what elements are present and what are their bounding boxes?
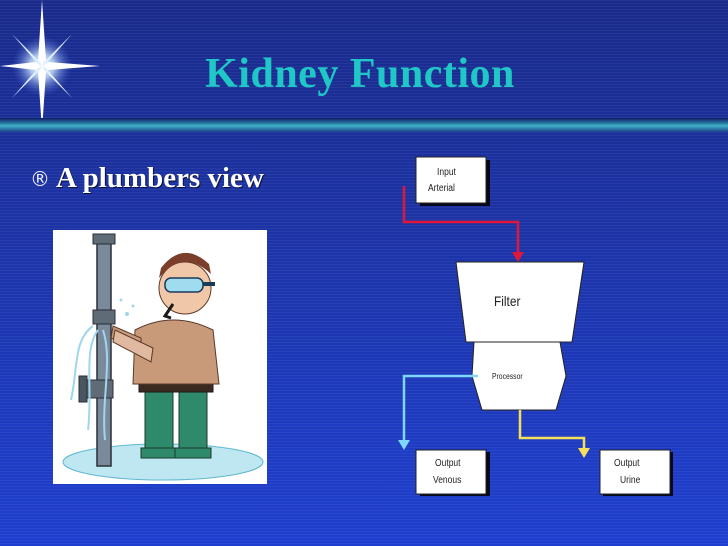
output-urine-box — [599, 449, 671, 495]
arterial-label: Arterial — [428, 183, 455, 194]
input-label: Input — [437, 167, 456, 178]
title-divider — [0, 118, 728, 132]
slide-title: Kidney Function — [205, 51, 515, 97]
output-urine-label-line1: Output — [614, 458, 640, 469]
urine-arrow — [518, 410, 586, 450]
bullet-item: ® A plumbers view — [30, 162, 264, 195]
processor-label: Processor — [492, 372, 523, 381]
bullet-text: A plumbers view — [56, 162, 264, 194]
output-urine-label-line2: Urine — [620, 475, 641, 486]
filter-shape — [455, 261, 585, 343]
sparkle-star-icon — [0, 0, 100, 130]
output-venous-label-line2: Venous — [433, 475, 462, 486]
input-box — [415, 156, 487, 204]
arterial-arrow — [402, 186, 520, 254]
filter-label: Filter — [494, 293, 521, 309]
output-venous-box — [415, 449, 487, 495]
output-venous-label-line1: Output — [435, 458, 461, 469]
bullet-marker: ® — [30, 166, 50, 191]
venous-arrow — [402, 374, 478, 442]
plumber-illustration — [53, 230, 267, 484]
